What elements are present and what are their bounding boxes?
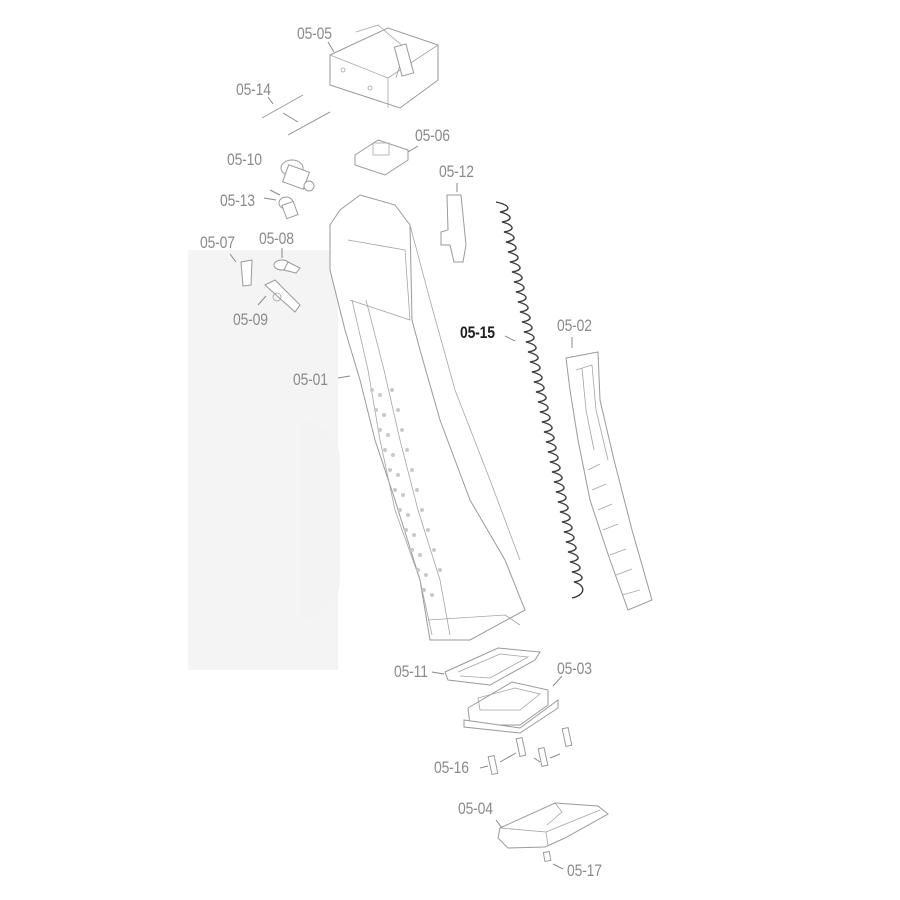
label-05-13: 05-13	[220, 191, 255, 210]
part-05-10-valve[interactable]	[280, 159, 315, 192]
label-05-15: 05-15	[460, 323, 495, 342]
part-05-16-screws[interactable]	[479, 726, 573, 776]
part-05-17-set-screw[interactable]	[542, 850, 564, 870]
part-05-12-follower[interactable]	[440, 183, 467, 263]
part-05-11-gasket[interactable]	[431, 647, 541, 686]
background-watermark	[300, 420, 340, 620]
part-05-04-baseplate-cover[interactable]	[495, 802, 609, 849]
hex-perforation-pattern	[370, 388, 442, 597]
label-05-11: 05-11	[394, 662, 428, 681]
label-05-03: 05-03	[557, 659, 592, 678]
label-05-04: 05-04	[458, 799, 493, 818]
part-05-09-latch[interactable]	[257, 279, 301, 313]
label-05-16: 05-16	[434, 758, 469, 777]
part-05-14-pins[interactable]	[261, 94, 331, 136]
label-05-09: 05-09	[233, 310, 268, 329]
label-05-02: 05-02	[557, 316, 592, 335]
label-05-12: 05-12	[439, 162, 474, 181]
part-05-05-top-block[interactable]	[329, 24, 439, 109]
part-05-08-lever[interactable]	[273, 248, 301, 274]
part-05-06-seal[interactable]	[354, 139, 419, 176]
label-05-06: 05-06	[415, 126, 450, 145]
part-05-13-fill-valve[interactable]	[263, 196, 299, 220]
part-05-01-magazine-body[interactable]	[329, 194, 526, 641]
label-05-01: 05-01	[293, 370, 328, 389]
label-05-10: 05-10	[227, 150, 262, 169]
part-05-07-block[interactable]	[229, 253, 253, 287]
label-05-08: 05-08	[259, 229, 294, 248]
part-05-02-inner-rail[interactable]	[565, 337, 653, 611]
label-05-07: 05-07	[200, 233, 235, 252]
label-05-14: 05-14	[236, 80, 271, 99]
label-05-17: 05-17	[567, 861, 602, 880]
part-05-03-base-insert[interactable]	[463, 675, 563, 734]
part-05-15-spring[interactable]	[495, 201, 584, 599]
label-05-05: 05-05	[297, 24, 332, 43]
